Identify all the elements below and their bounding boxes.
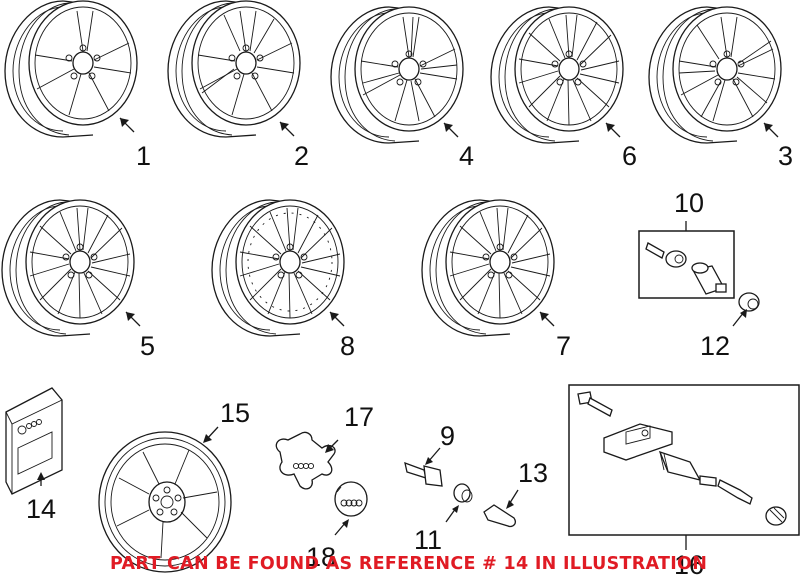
tpms-cap: [765, 506, 787, 526]
callout-13[interactable]: 13: [518, 458, 549, 488]
wheel-7: [421, 199, 555, 337]
wheel-8: [211, 199, 345, 337]
wheel-3: [648, 6, 782, 144]
callout-4[interactable]: 4: [459, 141, 475, 171]
callout-arrow-7: [539, 311, 555, 327]
callout-arrow-4: [443, 122, 459, 138]
center-cap-18: [334, 481, 368, 517]
tpms-kit-frame: [568, 384, 800, 536]
callout-11[interactable]: 11: [414, 525, 443, 555]
lock-package-14: [5, 387, 63, 495]
callout-2[interactable]: 2: [294, 141, 310, 171]
callout-8[interactable]: 8: [340, 331, 356, 361]
callout-9[interactable]: 9: [440, 421, 456, 451]
callout-arrow-5: [125, 311, 141, 327]
center-cap-17: [275, 431, 336, 490]
callout-15[interactable]: 15: [220, 398, 251, 428]
callout-1[interactable]: 1: [136, 141, 152, 171]
callout-arrow-8: [329, 311, 345, 327]
tpms-valve: [658, 450, 717, 487]
callout-6[interactable]: 6: [622, 141, 638, 171]
callout-12[interactable]: 12: [700, 331, 731, 361]
wheel-6: [490, 6, 624, 144]
lock-bolt-9: [404, 461, 443, 487]
lock-key-10: [691, 262, 727, 295]
removal-tool-13: [483, 504, 516, 528]
callout-3[interactable]: 3: [778, 141, 794, 171]
tpms-sensor: [603, 423, 673, 461]
reference-notice: PART CAN BE FOUND AS REFERENCE # 14 IN I…: [110, 554, 708, 574]
callout-arrow-6: [605, 122, 621, 138]
callout-7[interactable]: 7: [556, 331, 572, 361]
callout-16[interactable]: 16: [674, 550, 705, 580]
callout-18[interactable]: 18: [306, 542, 337, 572]
wheel-4: [330, 6, 464, 144]
callout-arrow-3: [763, 122, 779, 138]
lock-cap-12: [738, 292, 760, 312]
wheel-5: [1, 199, 135, 337]
callout-5[interactable]: 5: [140, 331, 156, 361]
wheel-2: [167, 0, 301, 138]
callout-arrow-1: [119, 117, 135, 133]
callout-arrow-2: [279, 121, 295, 137]
tpms-screw: [577, 391, 613, 417]
callout-14[interactable]: 14: [26, 494, 57, 524]
wheel-1: [4, 0, 138, 138]
tpms-core: [717, 479, 753, 505]
callout-17[interactable]: 17: [344, 402, 375, 432]
spare-wheel-15: [98, 431, 232, 573]
bolt-cap-11: [453, 483, 473, 503]
callout-10[interactable]: 10: [674, 188, 705, 218]
lock-bolt-10: [645, 242, 687, 268]
